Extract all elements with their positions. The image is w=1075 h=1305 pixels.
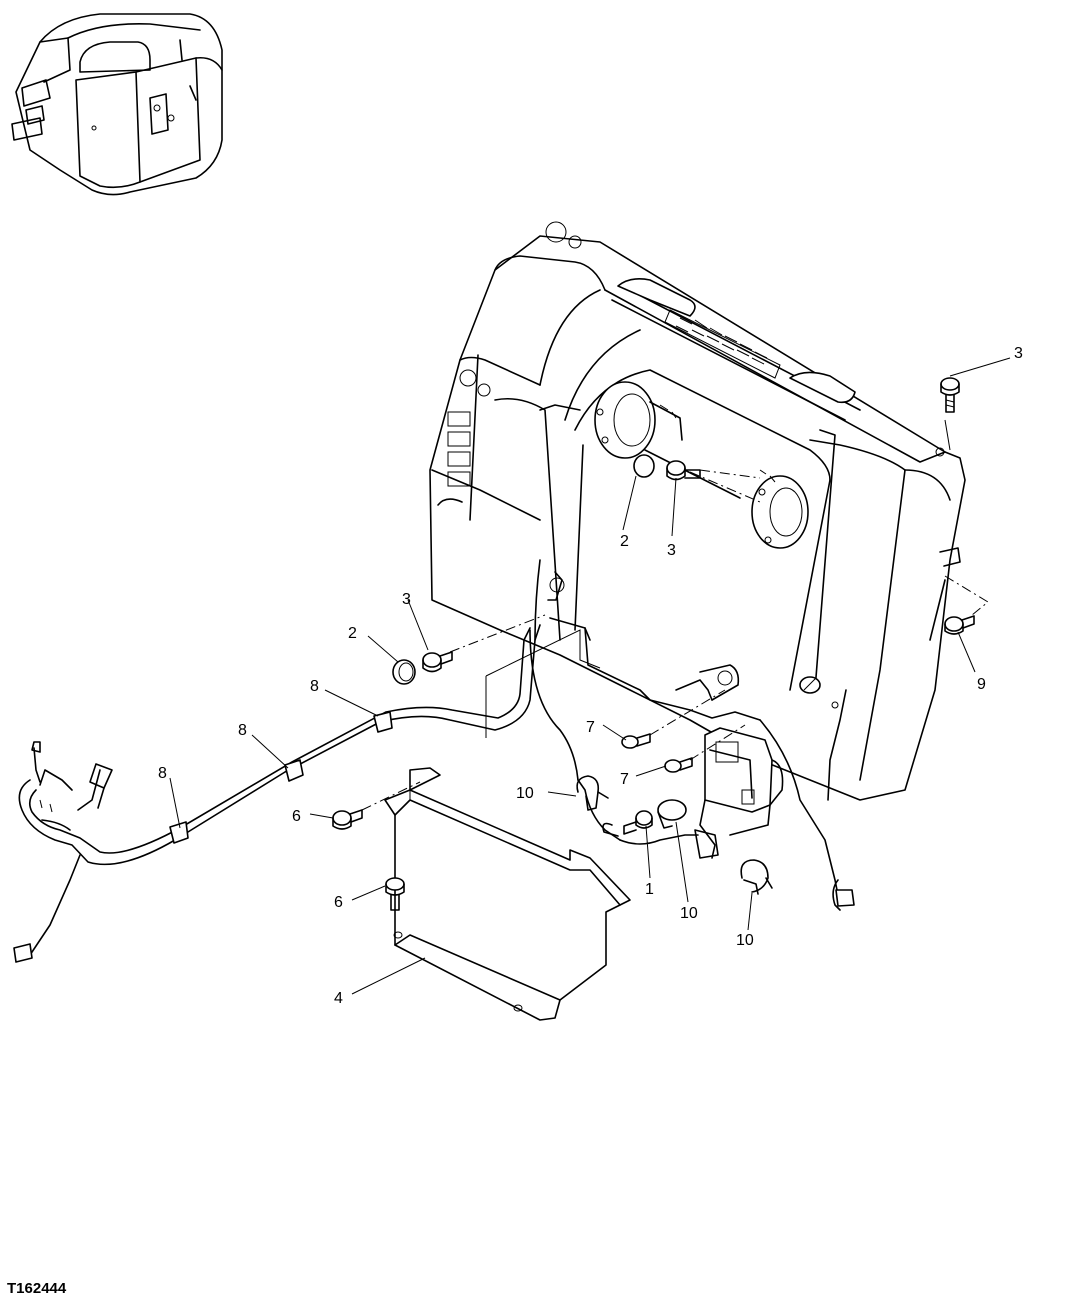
leader-lines — [169, 357, 1011, 995]
callout-labels: 3 2 3 3 2 8 8 8 9 7 7 10 6 1 6 10 10 4 — [158, 345, 1023, 1007]
callout-4: 4 — [334, 990, 343, 1007]
plug-part-2 — [633, 454, 655, 478]
bolt-part-1 — [623, 810, 653, 835]
bolt-part-6 — [332, 809, 363, 830]
bolt-part-6 — [385, 877, 405, 911]
callout-6-upper: 6 — [292, 808, 301, 825]
figure-id: T162444 — [7, 1280, 67, 1297]
plug-part-2 — [392, 659, 416, 685]
bolt-part-7 — [621, 733, 651, 749]
callout-10-right: 10 — [736, 932, 754, 949]
callout-2-left: 2 — [348, 625, 357, 642]
callout-3-center: 3 — [667, 542, 676, 559]
bolt-part-9 — [944, 615, 975, 635]
callout-3-left: 3 — [402, 591, 411, 608]
callout-2-center: 2 — [620, 533, 629, 550]
bolt-part-3 — [422, 651, 453, 673]
callout-9: 9 — [977, 676, 986, 693]
callout-6-lower: 6 — [334, 894, 343, 911]
callout-1: 1 — [645, 881, 654, 898]
callout-8-top: 8 — [310, 678, 319, 695]
callout-7-lower: 7 — [620, 771, 629, 788]
rear-panel-assembly — [429, 221, 966, 801]
cab-locator-view — [11, 13, 223, 196]
callout-3-top-right: 3 — [1014, 345, 1023, 362]
wiring-harness — [13, 559, 855, 963]
callout-8-middle: 8 — [238, 722, 247, 739]
relay-unit — [694, 727, 784, 859]
callout-10-left: 10 — [516, 785, 534, 802]
bolt-part-3 — [940, 377, 960, 413]
grille — [664, 309, 781, 379]
clamp-part-10 — [740, 859, 773, 895]
callout-7-upper: 7 — [586, 719, 595, 736]
cover-plate — [384, 767, 631, 1021]
bolt-part-7 — [664, 757, 693, 773]
callout-8-lower: 8 — [158, 765, 167, 782]
clamp-part-10 — [657, 799, 687, 829]
callout-10-middle: 10 — [680, 905, 698, 922]
clamp-part-10 — [576, 775, 609, 811]
bolt-part-3 — [666, 460, 701, 481]
